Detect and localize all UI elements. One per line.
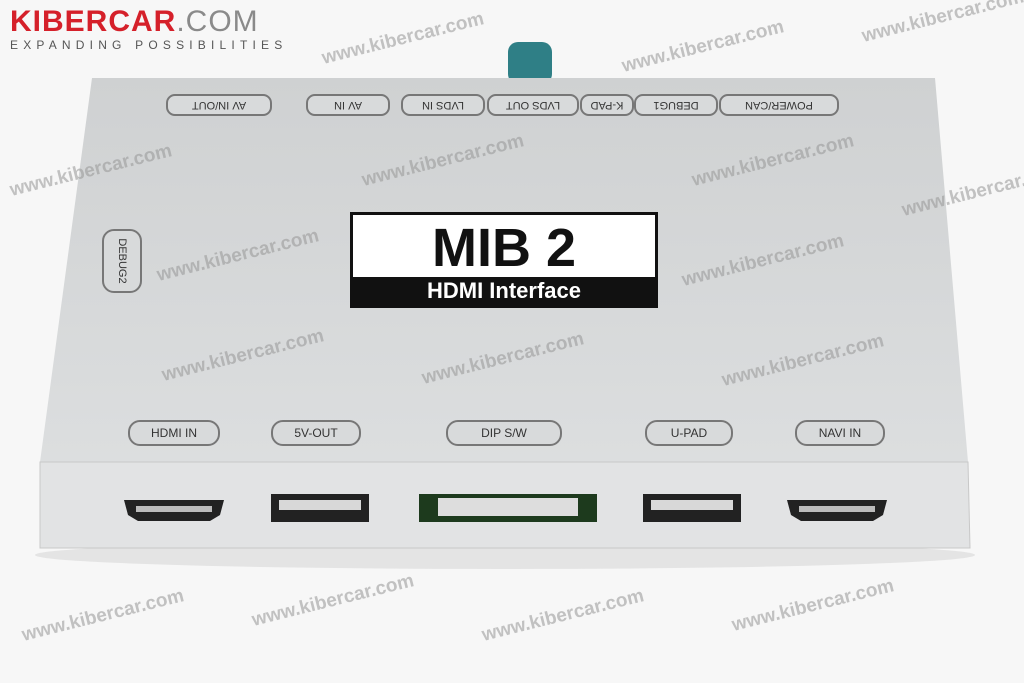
logo-brand: KIBERCAR bbox=[10, 5, 177, 38]
hdmi-navi-in-port bbox=[787, 500, 887, 521]
product-subtitle: HDMI Interface bbox=[353, 277, 655, 305]
label-5v-out: 5V-OUT bbox=[271, 420, 361, 446]
hdmi-in-port bbox=[124, 500, 224, 521]
label-lvds-out: LVDS OUT bbox=[487, 94, 579, 116]
label-dip-sw: DIP S/W bbox=[446, 420, 562, 446]
usb-u-pad-port bbox=[643, 494, 741, 522]
logo-domain: .COM bbox=[176, 5, 259, 38]
label-av-in: AV IN bbox=[306, 94, 390, 116]
dip-switch bbox=[419, 494, 597, 522]
kibercar-logo: KIBERCAR.COM EXPANDING POSSIBILITIES bbox=[10, 5, 288, 53]
label-lvds-in: LVDS IN bbox=[401, 94, 485, 116]
logo-tagline: EXPANDING POSSIBILITIES bbox=[10, 38, 288, 52]
label-av-in-out: AV IN/OUT bbox=[166, 94, 272, 116]
label-hdmi-in: HDMI IN bbox=[128, 420, 220, 446]
label-u-pad: U-PAD bbox=[645, 420, 733, 446]
product-title: MIB 2 bbox=[431, 218, 577, 278]
usb-5v-out-port bbox=[271, 494, 369, 522]
label-k-pad: K-PAD bbox=[580, 94, 634, 116]
debug2-text: DEBUG2 bbox=[116, 238, 128, 284]
product-nameplate: MIB 2 HDMI Interface bbox=[350, 212, 658, 308]
label-debug1: DEBUG1 bbox=[634, 94, 718, 116]
label-navi-in: NAVI IN bbox=[795, 420, 885, 446]
label-power-can: POWER/CAN bbox=[719, 94, 839, 116]
label-debug2: DEBUG2 bbox=[102, 229, 142, 293]
antenna-knob bbox=[508, 42, 552, 84]
